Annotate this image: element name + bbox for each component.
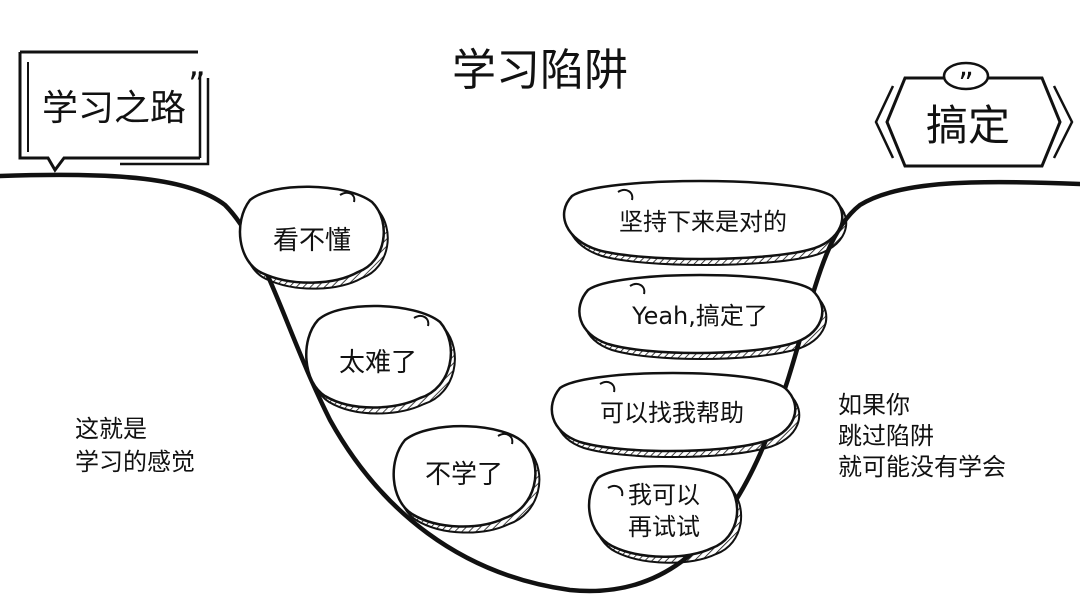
- thought-bubble: 可以找我帮助: [550, 371, 801, 458]
- thought-text-line-2: 再试试: [628, 513, 700, 541]
- start-label-box: ” 学习之路: [18, 50, 210, 173]
- thought-text: Yeah,搞定了: [631, 302, 768, 330]
- start-label: 学习之路: [42, 88, 186, 129]
- thought-bubble: 太难了: [305, 304, 456, 415]
- thought-text: 太难了: [339, 348, 417, 378]
- diagram-title: 学习陷阱: [452, 45, 628, 96]
- thought-bubble: 不学了: [392, 425, 541, 534]
- start-quote-mark: ”: [188, 65, 206, 105]
- left-note-line-2: 学习的感觉: [75, 448, 195, 476]
- end-quote-mark: ”: [958, 67, 974, 102]
- right-note-line-2: 跳过陷阱: [838, 422, 934, 450]
- thought-text: 不学了: [425, 460, 503, 490]
- end-label: 搞定: [926, 101, 1010, 150]
- thought-text-line-1: 我可以: [628, 481, 700, 509]
- right-note-line-3: 就可能没有学会: [838, 453, 1006, 481]
- thought-bubble: Yeah,搞定了: [578, 273, 828, 360]
- right-note-line-1: 如果你: [838, 391, 910, 419]
- thought-text: 看不懂: [273, 226, 351, 256]
- thought-bubble: 我可以 再试试: [587, 465, 743, 564]
- learning-curve: [0, 172, 1080, 594]
- end-label-box: ” 搞定: [874, 61, 1074, 168]
- left-note-line-1: 这就是: [75, 415, 147, 443]
- thought-text: 坚持下来是对的: [619, 208, 787, 236]
- thought-text: 可以找我帮助: [600, 399, 744, 427]
- thought-bubble: 看不懂: [238, 185, 389, 290]
- thought-bubble: 坚持下来是对的: [562, 179, 848, 266]
